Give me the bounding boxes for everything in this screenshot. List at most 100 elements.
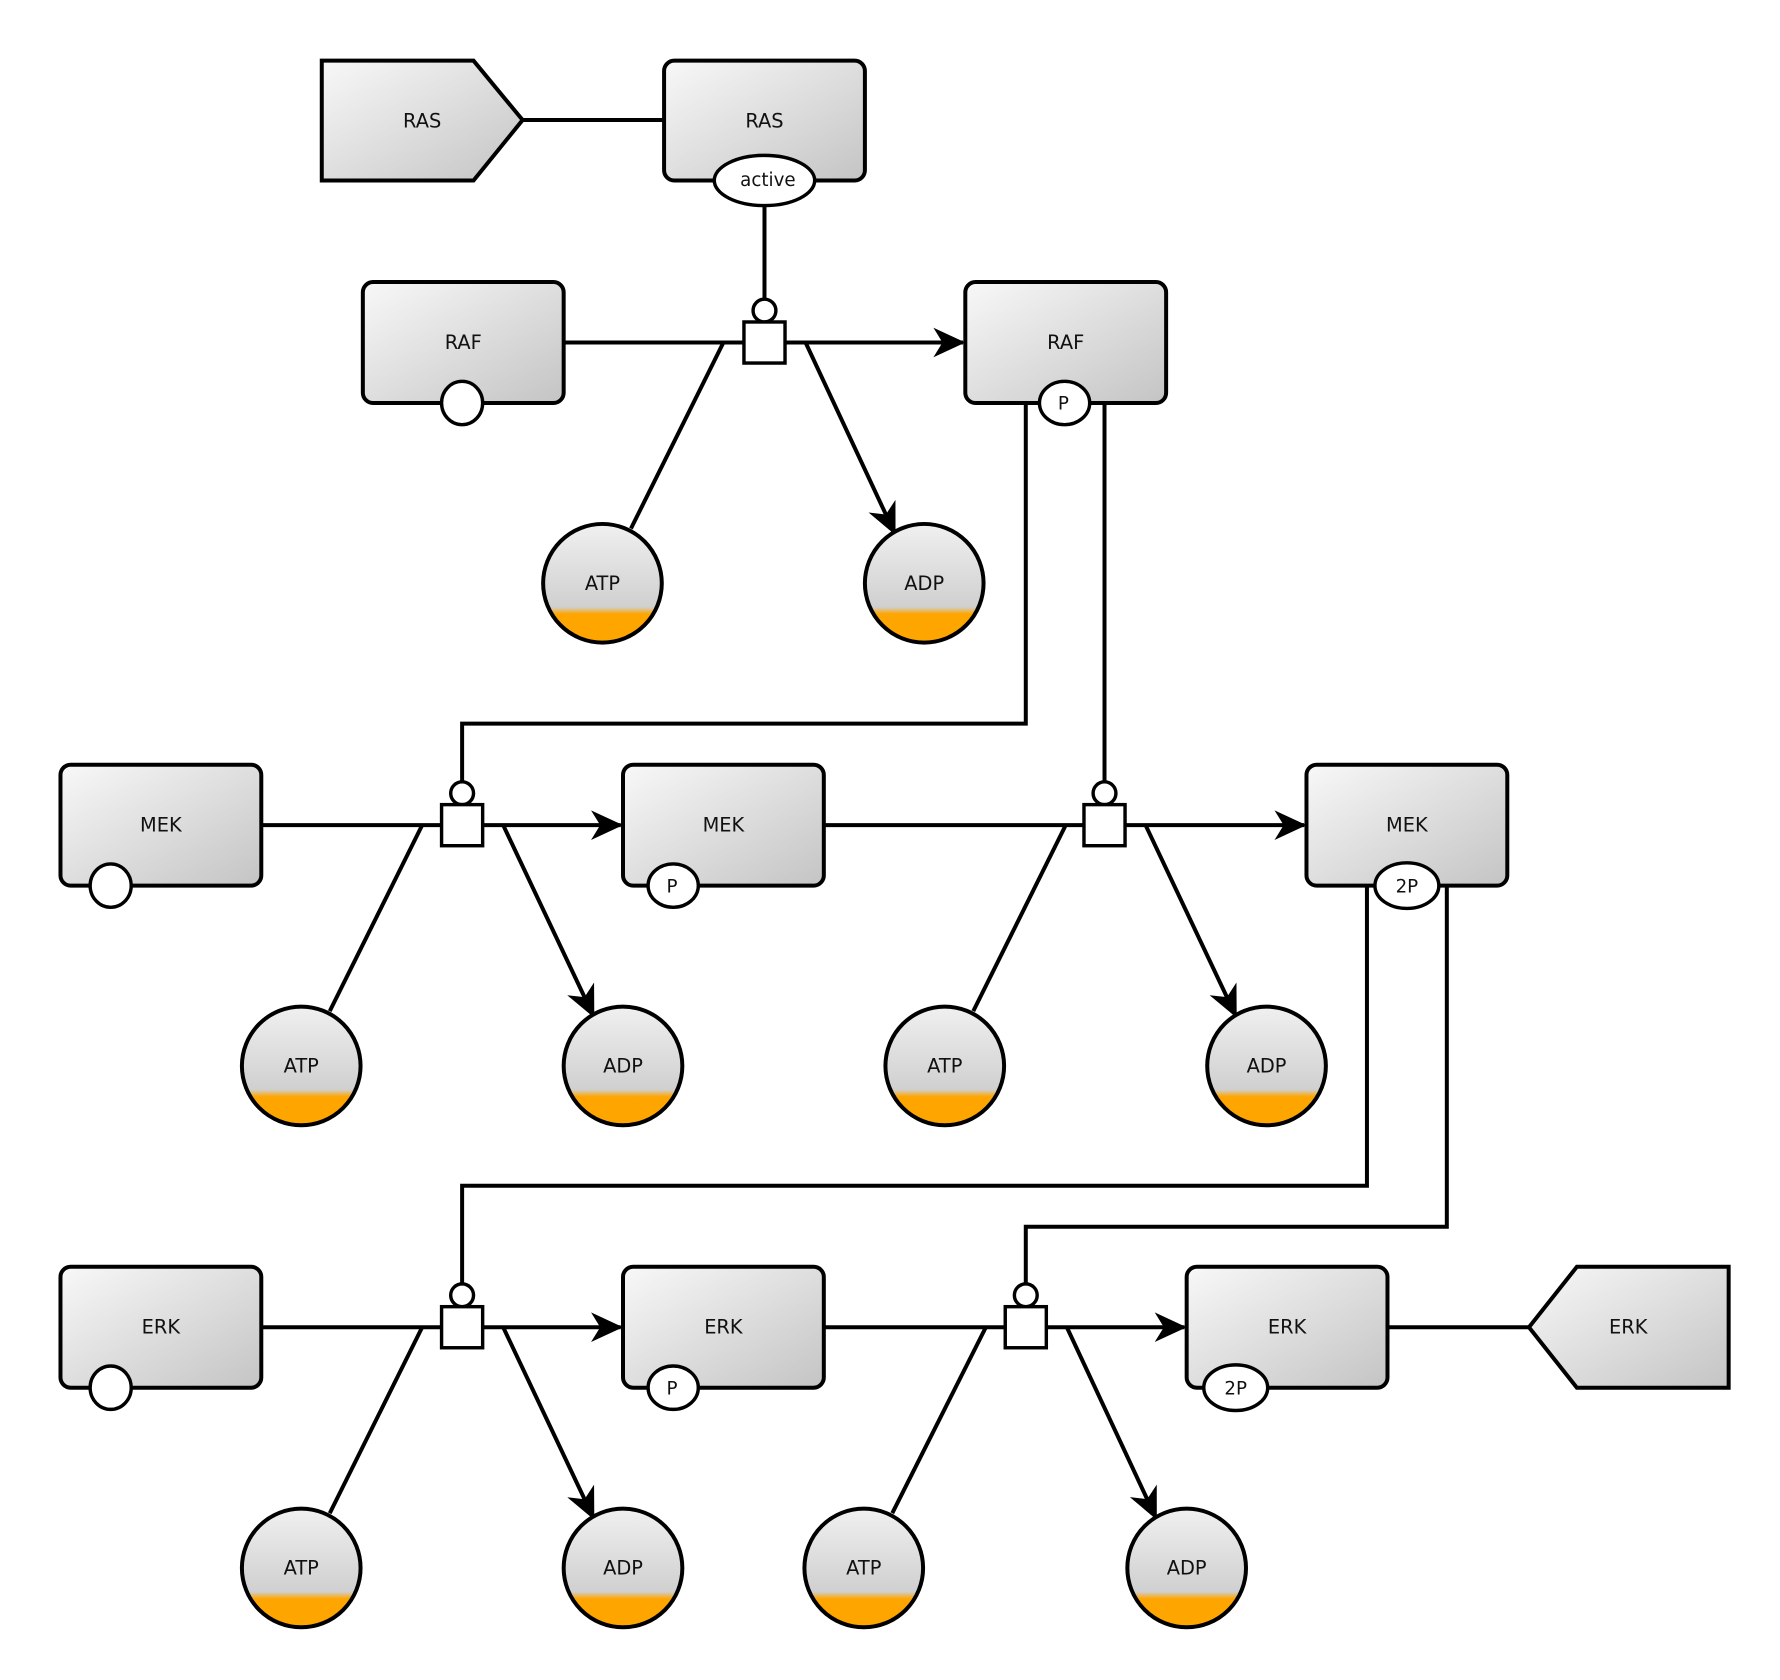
state-variable-empty: [88, 862, 133, 910]
molecule-circle: [802, 1506, 926, 1630]
molecule-circle: [239, 1004, 363, 1128]
catalysis-circle: [751, 297, 778, 324]
node-mek-p[interactable]: MEK P: [621, 762, 826, 910]
node-label: ERK: [1268, 1316, 1308, 1339]
catalysis-circle: [448, 1282, 476, 1309]
state-variable: [1202, 1363, 1270, 1413]
molecule-circle: [561, 1004, 685, 1128]
node-label: MEK: [703, 814, 746, 837]
node-erk[interactable]: ERK: [58, 1264, 264, 1412]
small-molecule-adp[interactable]: ADP: [862, 521, 986, 645]
node-label: RAF: [445, 331, 482, 354]
edge-mek2p-catalysis-2[interactable]: [1023, 885, 1449, 1284]
tag-shape: [1526, 1264, 1731, 1390]
process-square[interactable]: [439, 1304, 485, 1350]
edge-mek1-adp[interactable]: [501, 824, 596, 1018]
state-label: P: [667, 876, 678, 897]
edge-rafp-catalysis-1[interactable]: [460, 402, 1028, 782]
molecule-circle: [561, 1506, 685, 1630]
state-variable-empty: [439, 379, 485, 427]
tag-erk[interactable]: ERK: [1526, 1264, 1731, 1390]
molecule-label: ADP: [603, 1054, 643, 1077]
state-label: 2P: [1396, 876, 1419, 897]
node-box: [621, 762, 826, 888]
node-label: RAS: [745, 110, 783, 133]
molecule-circle: [883, 1004, 1007, 1128]
small-molecule-adp[interactable]: ADP: [561, 1506, 685, 1630]
node-erk-p[interactable]: ERK P: [621, 1264, 826, 1412]
process-square[interactable]: [439, 802, 485, 848]
molecule-circle: [1125, 1506, 1248, 1630]
state-variable: [646, 862, 701, 910]
node-label: MEK: [1386, 814, 1429, 837]
small-molecule-atp[interactable]: ATP: [239, 1506, 363, 1630]
small-molecule-atp[interactable]: ATP: [239, 1004, 363, 1128]
catalysis-circle: [1091, 780, 1118, 807]
process-square[interactable]: [1003, 1304, 1049, 1350]
process-erk-1[interactable]: [439, 1282, 485, 1350]
edge-raf-adp[interactable]: [803, 341, 897, 536]
tag-label: ERK: [1609, 1316, 1649, 1339]
edge-raf-atp[interactable]: [629, 341, 726, 530]
process-mek-2[interactable]: [1082, 780, 1127, 848]
molecule-label: ATP: [846, 1556, 882, 1579]
small-molecule-atp[interactable]: ATP: [541, 521, 664, 645]
process-square[interactable]: [1082, 802, 1127, 848]
molecule-circle: [862, 521, 986, 645]
state-variable: [1037, 379, 1092, 427]
tag-ras[interactable]: RAS: [319, 58, 526, 183]
tag-label: RAS: [403, 110, 441, 133]
catalysis-circle: [1012, 1282, 1039, 1309]
tag-shape: [319, 58, 526, 183]
edge-mek2-adp[interactable]: [1143, 824, 1238, 1018]
edge-mek1-atp[interactable]: [327, 824, 424, 1013]
node-label: RAF: [1047, 331, 1084, 354]
edge-mek2-atp[interactable]: [971, 824, 1068, 1013]
state-variable-empty: [88, 1364, 133, 1412]
process-mek-1[interactable]: [439, 780, 485, 848]
state-variable: [712, 153, 817, 208]
node-ras-active[interactable]: RAS active: [662, 58, 867, 208]
process-erk-2[interactable]: [1003, 1282, 1049, 1350]
small-molecule-adp[interactable]: ADP: [561, 1004, 685, 1128]
node-mek-2p[interactable]: MEK 2P: [1304, 762, 1510, 911]
edge-erk2-adp[interactable]: [1065, 1326, 1158, 1520]
state-label: P: [1058, 394, 1069, 415]
edge-mek2p-catalysis-1[interactable]: [460, 885, 1369, 1284]
process-raf[interactable]: [742, 297, 787, 365]
molecule-label: ADP: [904, 572, 944, 595]
state-label: P: [667, 1378, 678, 1399]
node-box: [58, 762, 264, 888]
molecule-label: ADP: [1247, 1054, 1287, 1077]
edge-erk2-atp[interactable]: [890, 1326, 988, 1515]
state-variable: [1373, 861, 1441, 911]
small-molecule-atp[interactable]: ATP: [802, 1506, 926, 1630]
node-box: [1184, 1264, 1390, 1390]
molecule-label: ATP: [284, 1556, 320, 1579]
small-molecule-adp[interactable]: ADP: [1125, 1506, 1248, 1630]
edge-erk1-adp[interactable]: [501, 1326, 596, 1520]
process-square[interactable]: [742, 320, 787, 365]
node-raf-p[interactable]: RAF P: [963, 280, 1169, 427]
small-molecule-atp[interactable]: ATP: [883, 1004, 1007, 1128]
node-box: [621, 1264, 826, 1390]
state-label: active: [740, 170, 795, 191]
edge-erk1-atp[interactable]: [327, 1326, 424, 1515]
molecule-label: ADP: [603, 1556, 643, 1579]
node-raf[interactable]: RAF: [360, 280, 566, 427]
molecule-circle: [541, 521, 664, 645]
state-label: 2P: [1224, 1378, 1247, 1399]
molecule-label: ATP: [585, 572, 621, 595]
node-erk-2p[interactable]: ERK 2P: [1184, 1264, 1390, 1413]
molecule-label: ATP: [927, 1054, 963, 1077]
molecule-label: ADP: [1167, 1556, 1207, 1579]
molecule-label: ATP: [284, 1054, 320, 1077]
small-molecule-adp[interactable]: ADP: [1205, 1004, 1328, 1128]
molecule-circle: [239, 1506, 363, 1630]
edges: [261, 118, 1529, 1520]
catalysis-circle: [448, 780, 476, 807]
molecule-circle: [1205, 1004, 1328, 1128]
node-mek[interactable]: MEK: [58, 762, 264, 910]
node-label: MEK: [140, 814, 183, 837]
